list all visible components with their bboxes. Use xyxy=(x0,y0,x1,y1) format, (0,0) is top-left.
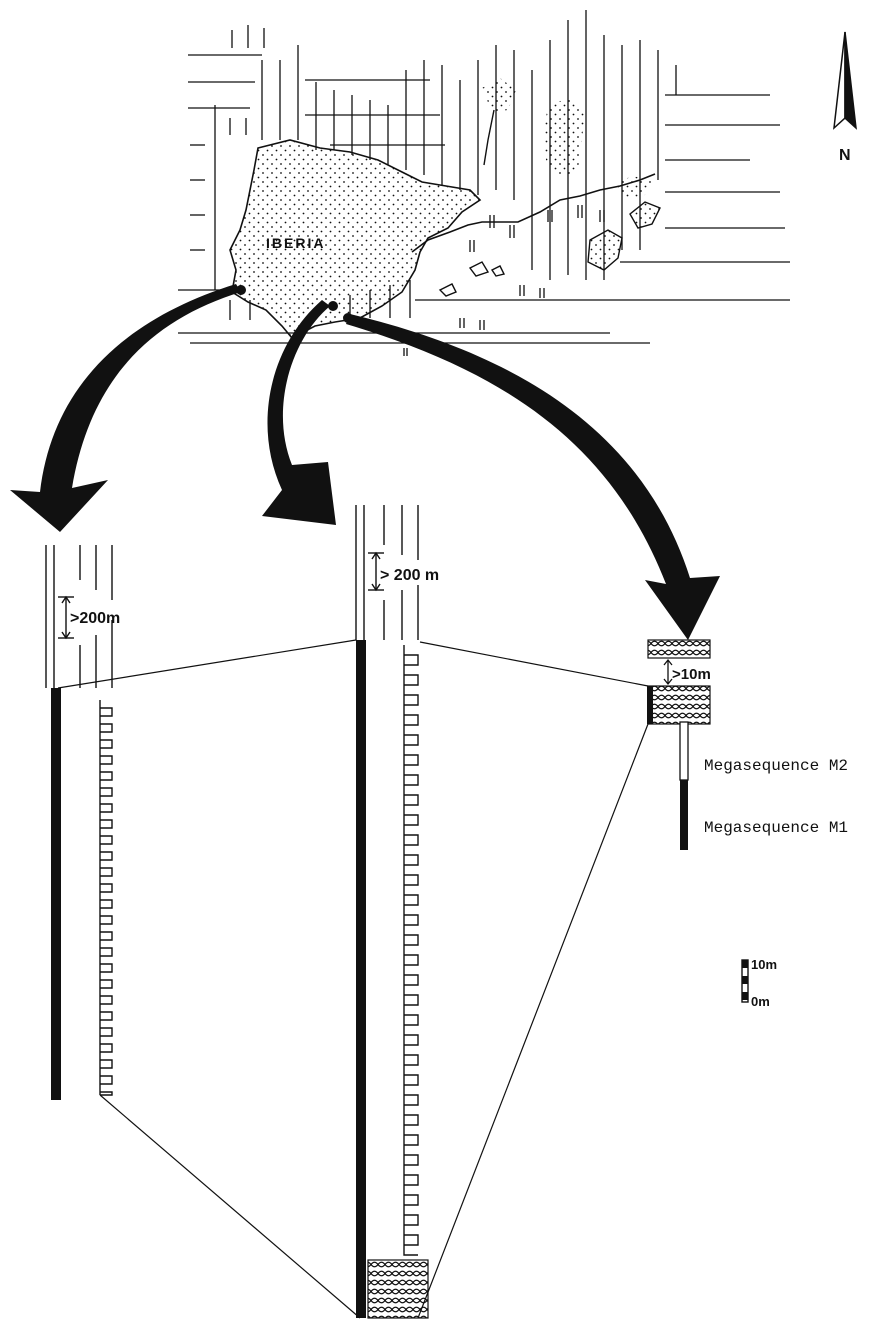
island-small-2 xyxy=(438,283,457,297)
eastern-dotted-area xyxy=(612,176,652,200)
map-hatching xyxy=(178,10,790,356)
northern-dotted-area xyxy=(482,78,516,112)
column-middle-basal-conglomerate xyxy=(367,1259,429,1319)
map-inner-channel xyxy=(483,109,495,166)
column-middle: > 200 m xyxy=(355,505,439,1319)
column-right-thickness-label: >10m xyxy=(672,666,711,683)
column-left-lithology xyxy=(99,700,113,1096)
column-middle-m1-bar xyxy=(356,640,366,1318)
column-middle-lithology xyxy=(403,645,419,1256)
north-label: N xyxy=(839,147,851,164)
iberia-landmass xyxy=(229,139,482,340)
column-right-lower-unit xyxy=(647,685,711,725)
iberia-label: IBERIA xyxy=(266,235,325,251)
curved-arrow-center xyxy=(262,300,336,525)
column-left-m2-lines xyxy=(45,545,113,688)
correlation-lines xyxy=(57,639,649,1319)
column-middle-thickness-label: > 200 m xyxy=(380,567,439,584)
location-dot-central xyxy=(328,301,338,311)
curved-arrow-right xyxy=(346,314,720,640)
legend-m2-label: Megasequence M2 xyxy=(704,757,848,775)
column-right: >10m xyxy=(647,639,711,725)
island-sardinia xyxy=(587,229,623,271)
column-right-upper-unit xyxy=(647,639,711,659)
legend: Megasequence M2 Megasequence M1 xyxy=(679,721,848,850)
column-left: >200m xyxy=(45,545,120,1100)
scale-bottom-label: 0m xyxy=(751,994,770,1009)
north-arrow: N xyxy=(833,31,857,164)
legend-m2-swatch xyxy=(679,721,689,781)
island-corsica xyxy=(629,201,661,229)
scale-bar: 10m 0m xyxy=(741,957,777,1009)
paleogeographic-map: IBERIA xyxy=(178,10,790,356)
column-left-thickness-label: >200m xyxy=(70,610,120,627)
curved-arrow-left xyxy=(10,284,241,532)
scale-top-label: 10m xyxy=(751,957,777,972)
column-middle-m2-lines xyxy=(355,505,419,640)
column-left-m1-bar xyxy=(51,688,61,1100)
legend-m1-label: Megasequence M1 xyxy=(704,819,848,837)
island-small-3 xyxy=(490,265,506,277)
column-right-m1-bar xyxy=(647,686,653,724)
island-small-1 xyxy=(468,261,490,277)
legend-m1-swatch xyxy=(680,780,688,850)
alpine-dotted-area xyxy=(544,98,585,178)
